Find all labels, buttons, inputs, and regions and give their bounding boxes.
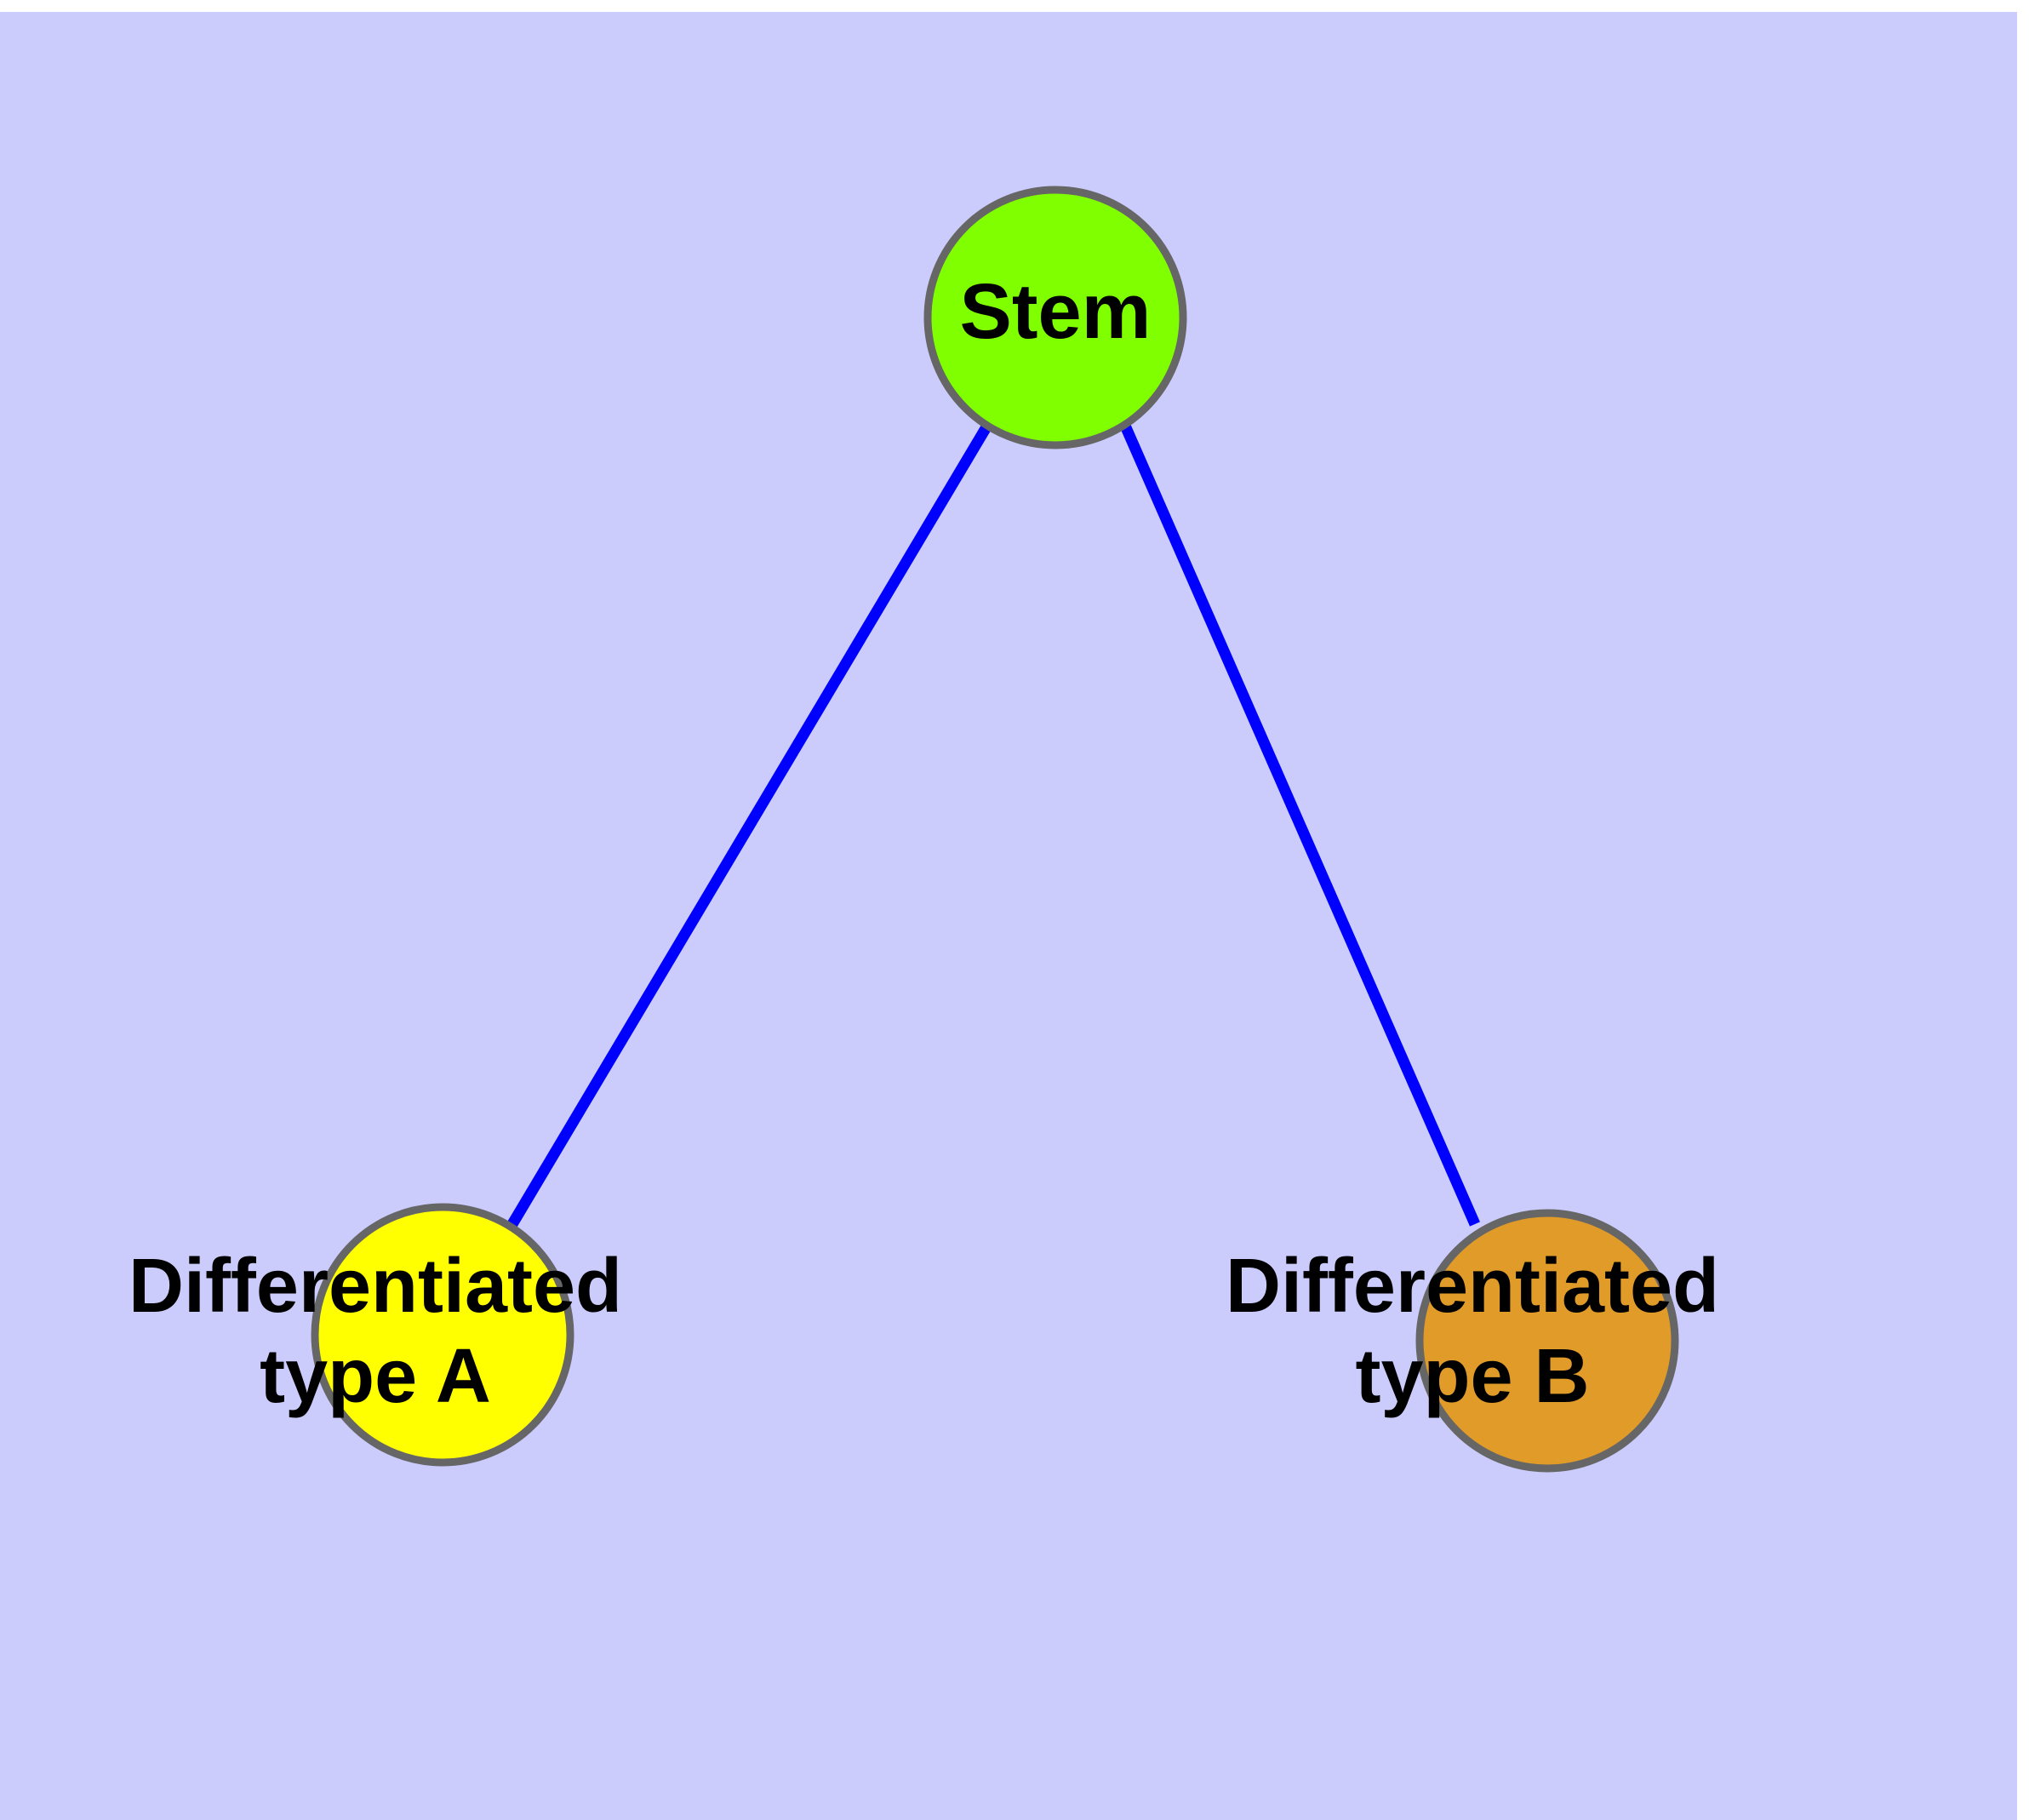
node-diff_a[interactable] <box>311 1203 574 1467</box>
node-label-stem: Stem <box>960 268 1152 355</box>
node-circle-stem[interactable] <box>923 186 1187 449</box>
node-circle-diff_b[interactable] <box>1415 1209 1679 1473</box>
node-diff_b[interactable] <box>1415 1209 1679 1473</box>
node-stem[interactable] <box>923 186 1187 449</box>
edge-stem-diff-b <box>1120 423 1480 1227</box>
node-label-line: Differentiated <box>1226 1244 1719 1329</box>
node-circle-diff_a[interactable] <box>311 1203 574 1467</box>
node-label-line: type A <box>260 1334 491 1419</box>
edges-group <box>507 422 1480 1228</box>
edge-stem-diff-a <box>507 422 992 1228</box>
node-label-line: type B <box>1355 1334 1589 1419</box>
node-label-line: Differentiated <box>129 1244 622 1329</box>
node-label-line: Stem <box>960 268 1152 355</box>
